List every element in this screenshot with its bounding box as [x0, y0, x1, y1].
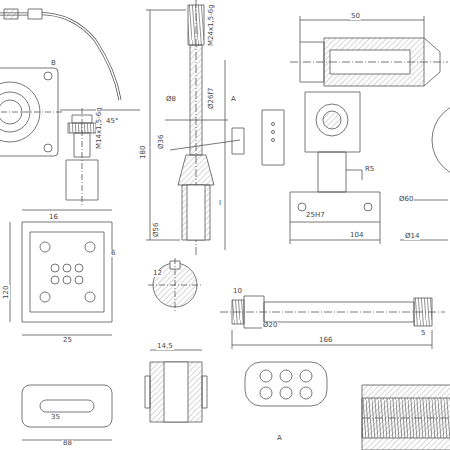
- dimension-label: 25H7: [305, 212, 326, 219]
- dimension-label: M24x1,5-6g: [208, 3, 215, 47]
- dimension-label: Ø60: [398, 196, 414, 203]
- dimension-label: 35: [50, 414, 61, 421]
- dimension-label: Ø36: [158, 134, 165, 150]
- dimension-label: Ø56: [153, 222, 160, 238]
- dimension-label: 25: [62, 337, 73, 344]
- dimension-label: Ø14: [404, 233, 420, 240]
- dimension-label: 104: [349, 232, 364, 239]
- dimension-label: A: [230, 96, 237, 103]
- dimension-label: R5: [364, 166, 375, 173]
- dimension-label: Ø20: [262, 322, 278, 329]
- dimension-label: Ø8: [165, 96, 177, 103]
- dimension-label: 166: [318, 337, 333, 344]
- dimension-label: A: [276, 435, 283, 442]
- dimension-label: I: [218, 200, 222, 207]
- dimension-label: M14x1,5-6g: [96, 106, 103, 150]
- dimension-label: 45°: [105, 118, 119, 125]
- dimension-label: 88: [62, 440, 73, 447]
- dimension-label: 50: [350, 13, 361, 20]
- dimension-label: 180: [140, 145, 147, 160]
- dimension-label: 120: [3, 285, 10, 300]
- dimension-label: 6: [110, 250, 116, 257]
- dimension-label: 10: [232, 288, 243, 295]
- dimension-label: 12: [152, 270, 163, 277]
- dimension-label: Ø26f7: [208, 87, 215, 110]
- dimension-label: 5: [420, 330, 426, 337]
- dimension-label: 14,5: [156, 343, 174, 350]
- dimension-label: B: [50, 60, 57, 67]
- dimension-label: 16: [48, 214, 59, 221]
